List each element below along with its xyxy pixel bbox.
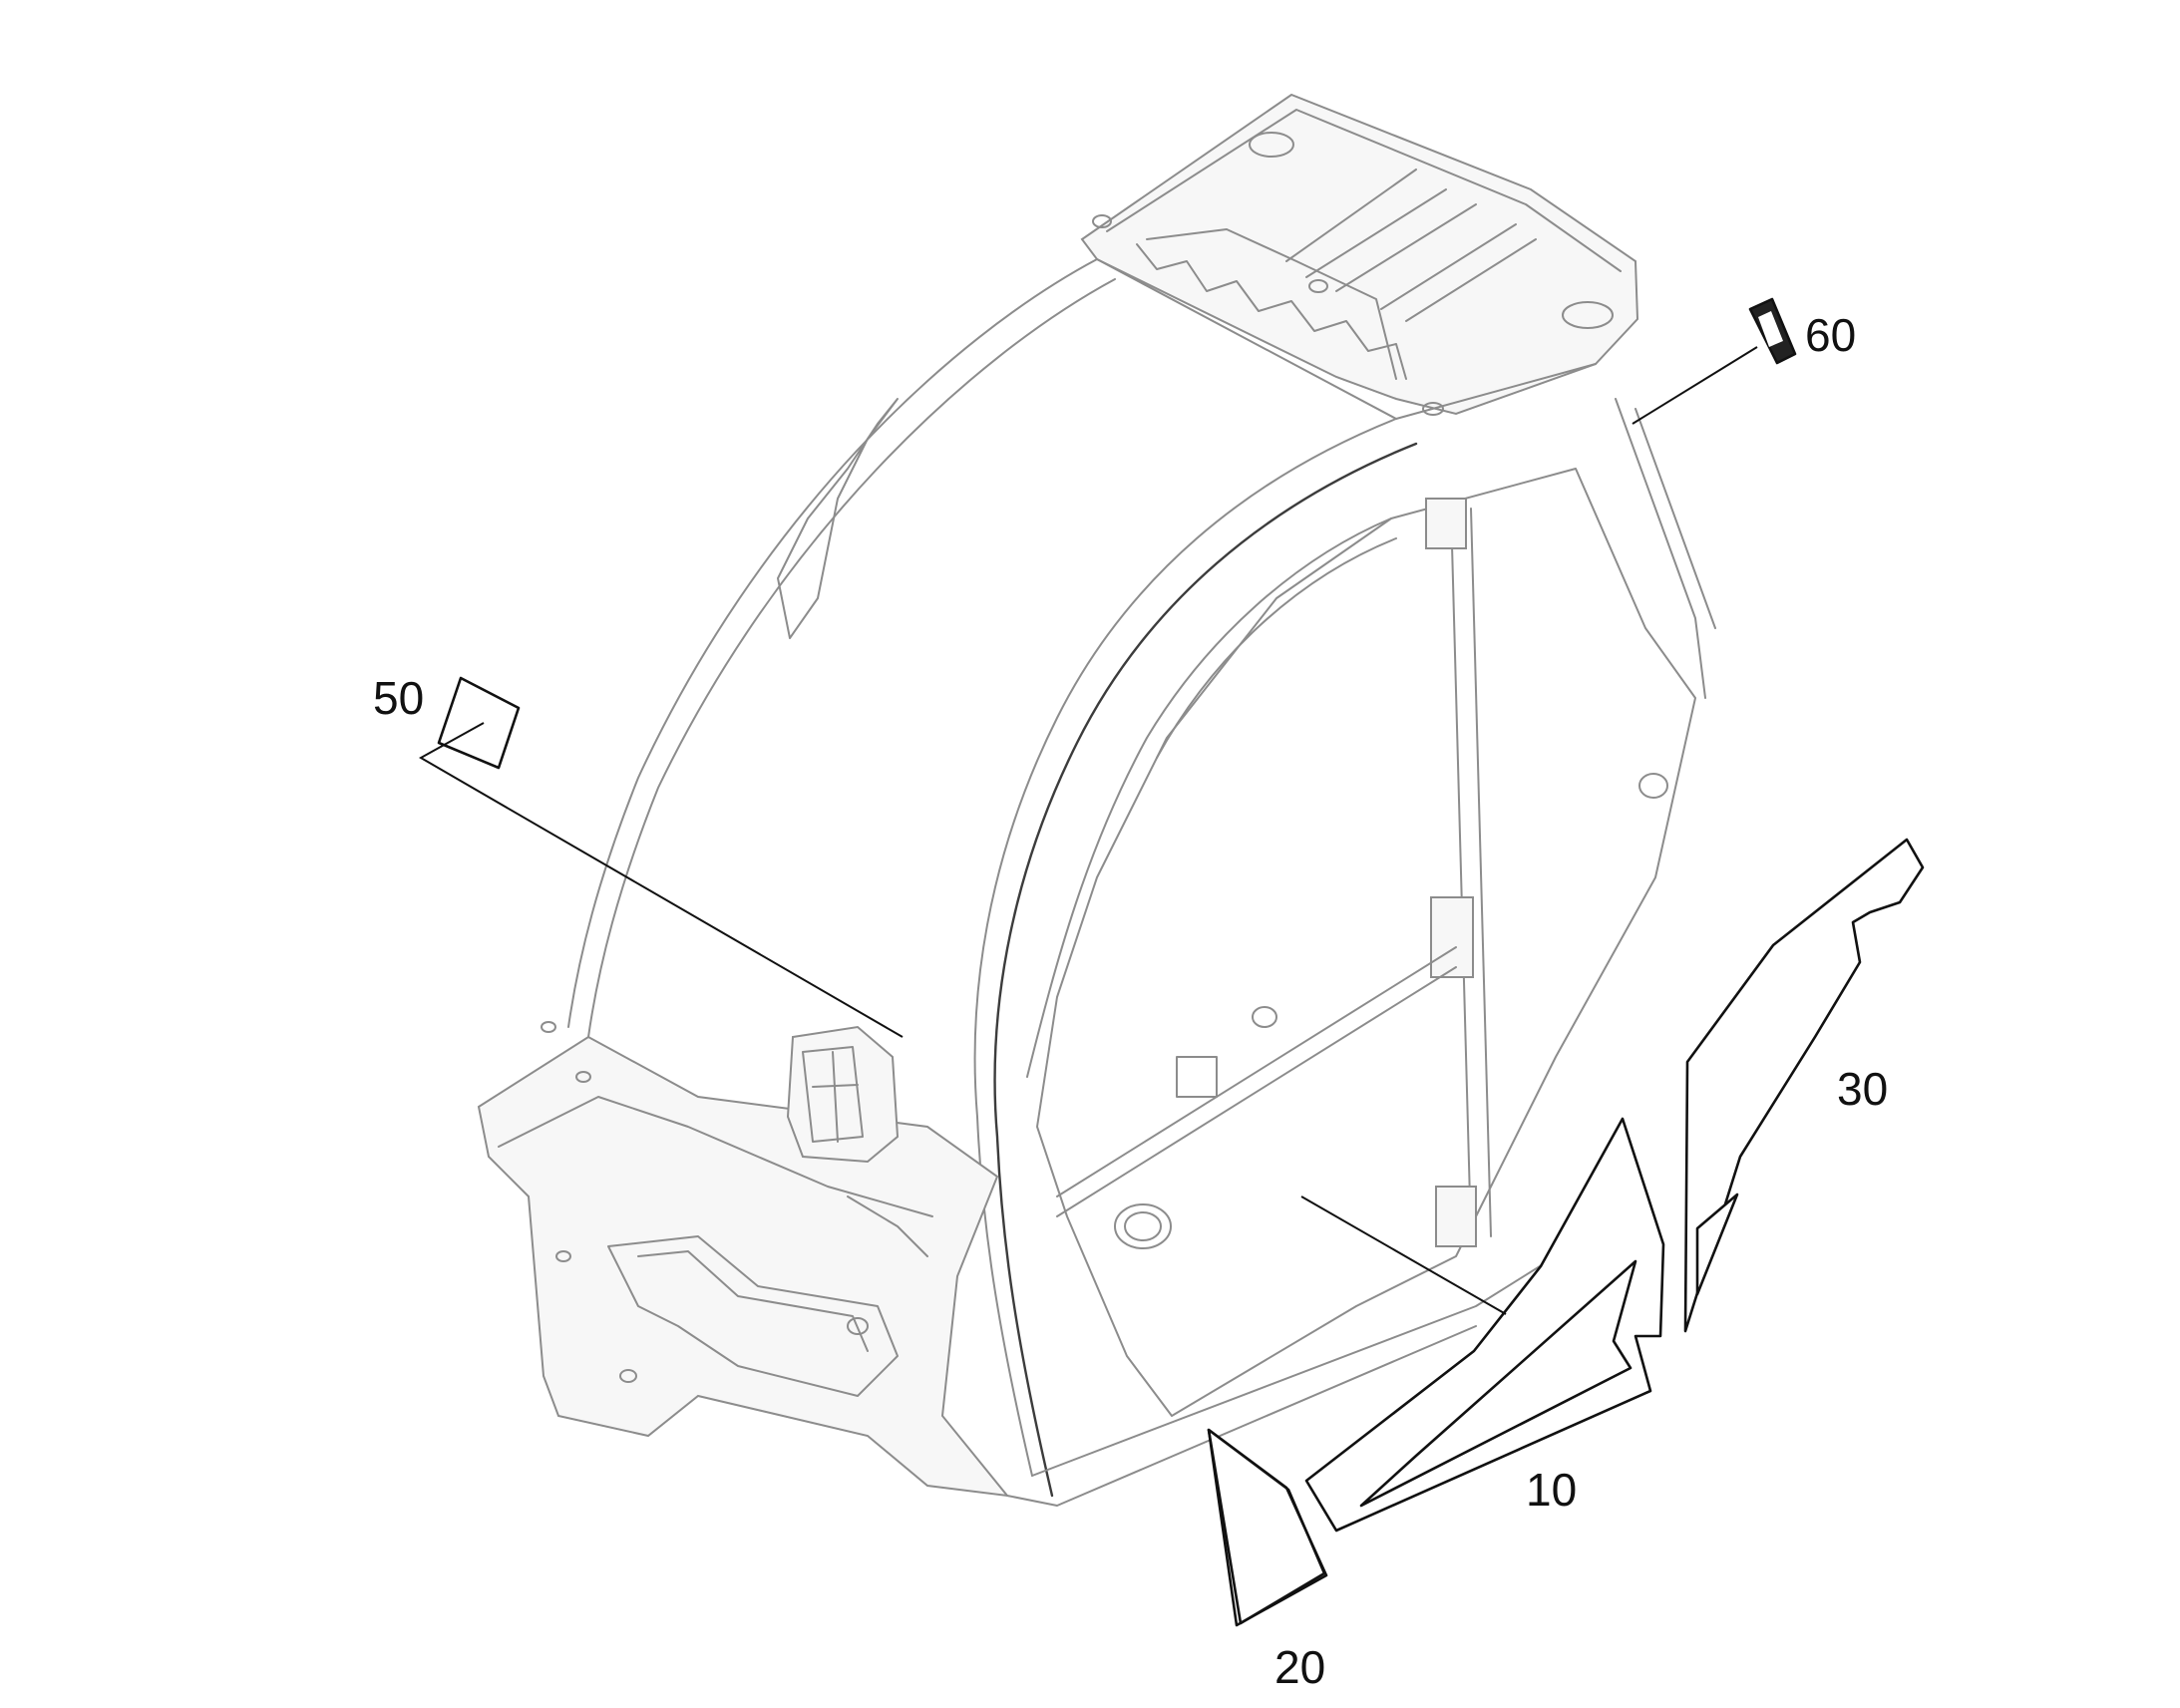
cab-body [477,93,1716,1507]
leader-50 [418,722,904,1038]
callout-20: 20 [1274,1641,1325,1693]
part-30: 30 [1683,838,1925,1333]
callout-60: 60 [1805,309,1856,361]
part-50: 50 [373,672,904,1038]
part-60: 60 [1632,297,1856,425]
callout-10: 10 [1526,1464,1577,1516]
part-10: 10 [1300,1117,1665,1533]
callout-30: 30 [1837,1063,1888,1115]
part-20: 20 [1207,1428,1328,1693]
callout-50: 50 [373,672,424,724]
leader-60 [1632,346,1758,425]
leader-10 [1300,1196,1507,1315]
